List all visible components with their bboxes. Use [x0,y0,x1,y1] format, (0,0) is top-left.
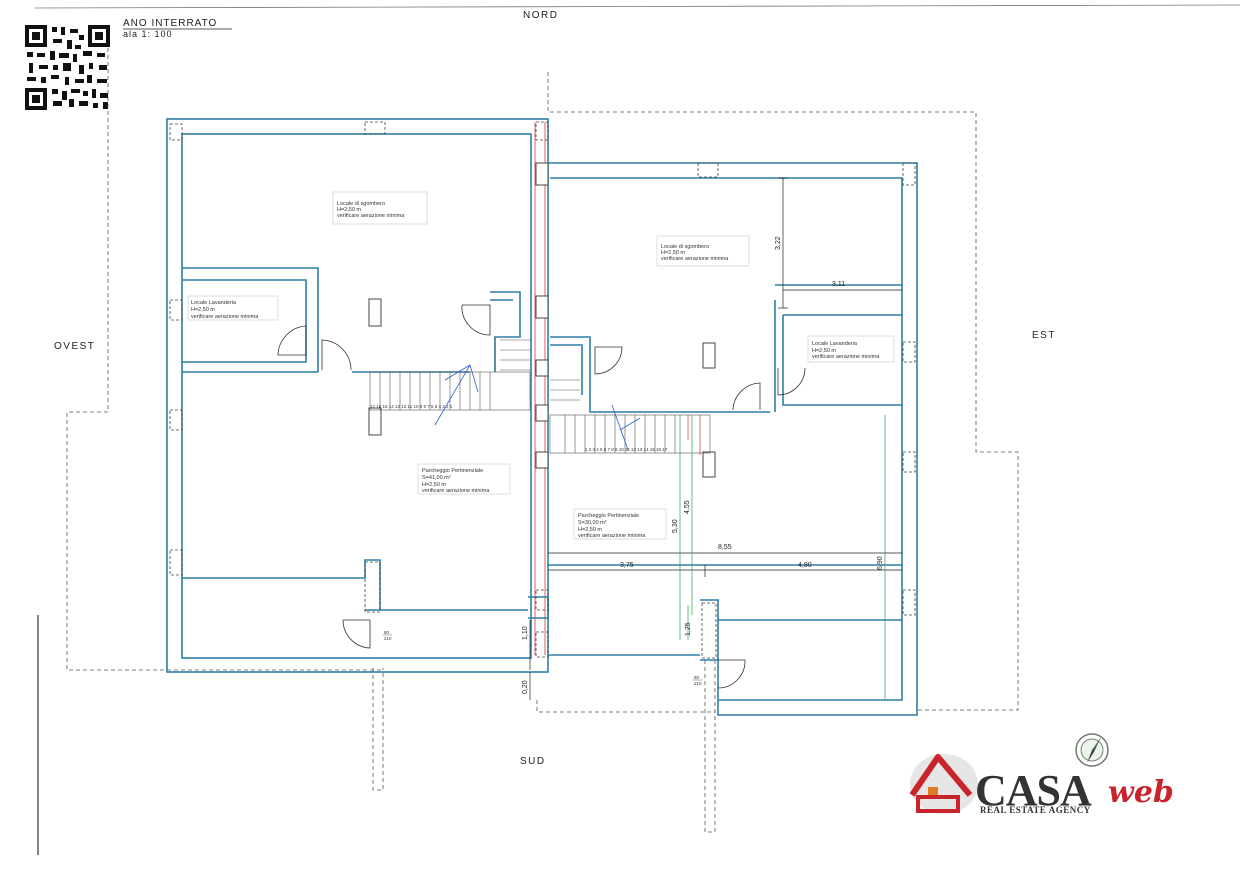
floor-title: ANO INTERRATO [123,18,217,29]
logo-tagline: REAL ESTATE AGENCY [980,805,1091,815]
columns [368,162,716,478]
right-unit-walls [548,162,918,716]
room-note: verificare aerazione minima [661,256,729,262]
qr-code-icon [25,25,110,110]
casaweb-logo: CASA web REAL ESTATE AGENCY [909,733,1174,815]
room-name: Parcheggio Pertinenziale [422,468,483,474]
logo-suffix: web [1108,775,1174,810]
room-right-laundry: Locale Lavanderia H=2,50 m verificare ae… [807,335,895,363]
dim-storage-height: 3,22 [775,236,782,250]
right-door-width: 80 [694,675,700,680]
room-note: verificare aerazione minima [191,314,259,320]
scale-label: ala 1: 100 [123,29,173,39]
room-height: H=2,50 m [578,527,602,533]
room-height: H=2,50 m [422,482,446,488]
logo-brand: CASA [975,766,1092,815]
dim-total-width: 8,55 [718,544,732,551]
room-name: Locale di sgombero [661,244,709,250]
room-right-parking: Parcheggio Pertinenziale S=30,00 m² H=2,… [573,508,667,540]
compass-south: SUD [520,756,546,767]
dim-depth-a: 5,30 [672,519,679,533]
compass-west: OVEST [54,341,95,352]
compass-rose-icon [1075,733,1109,767]
dimension-lines-green [679,415,886,700]
compass-east: EST [1032,330,1056,341]
left-door-height: 210 [384,636,392,641]
room-note: verificare aerazione minima [337,213,405,219]
dimension-lines [529,177,902,700]
room-left-storage: Locale di sgombero H=2,50 m verificare a… [332,191,428,225]
room-height: H=2,50 m [337,207,361,213]
party-wall-axis [534,122,546,655]
room-name: Locale Lavanderia [812,341,858,347]
room-height: H=2,50 m [191,307,215,313]
dim-wall-gap: 1,10 [522,626,529,640]
room-name: Locale Lavanderia [191,300,237,306]
room-note: verificare aerazione minima [422,488,490,494]
stairs-right [549,379,711,454]
room-height: H=2,50 m [812,348,836,354]
stairs-left [369,337,531,411]
dim-storage-width: 3,11 [832,281,845,288]
compass-north: NORD [523,10,558,21]
dim-depth-c: 1,25 [685,622,692,636]
left-door-width: 80 [384,630,390,635]
room-note: verificare aerazione minima [812,354,880,360]
stair-numbers-left: 17 16 15 14 13 12 11 10 9 8 7 6 5 4 3 2 … [370,404,453,409]
room-area: S=41,00 m² [422,475,451,481]
property-boundary [66,48,1019,833]
stair-direction-arrows [434,364,641,451]
dim-depth-b: 4,55 [684,500,691,514]
room-name: Locale di sgombero [337,201,385,207]
dim-garage-depth: 6,90 [877,556,884,570]
room-left-laundry: Locale Lavanderia H=2,50 m verificare ae… [187,295,279,321]
structural-pillars [169,121,916,659]
right-door-height: 210 [694,681,702,686]
room-name: Parcheggio Pertinenziale [578,513,639,519]
room-right-storage: Locale di sgombero H=2,50 m verificare a… [656,235,750,267]
dim-step: 0,20 [522,680,529,694]
sheet-top-line [34,4,1240,9]
dim-left-segment: 3,75 [620,562,634,569]
dimension-lines-red [687,415,701,455]
room-note: verificare aerazione minima [578,533,646,539]
stair-numbers-right: 1 2 3 4 5 6 7 8 9 10 11 12 13 14 15 16 1… [585,447,668,452]
dim-right-segment: 4,80 [798,562,812,569]
room-height: H=2,50 m [661,250,685,256]
door-swings [277,304,806,689]
room-left-parking: Parcheggio Pertinenziale S=41,00 m² H=2,… [417,463,511,495]
room-area: S=30,00 m² [578,520,607,526]
